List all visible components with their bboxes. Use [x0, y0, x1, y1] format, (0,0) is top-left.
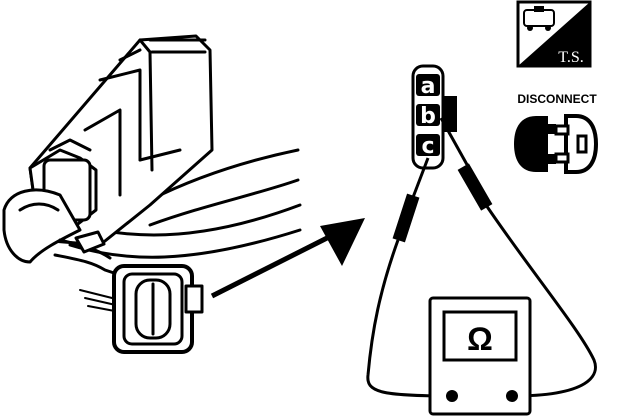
- arrow-icon: [210, 218, 365, 299]
- pin-b: [416, 104, 440, 126]
- ts-badge-icon: T.S.: [516, 0, 592, 68]
- meter-jack-left: [446, 390, 458, 402]
- pin-a-label: a: [421, 74, 436, 99]
- multimeter-icon: Ω: [428, 296, 532, 416]
- sensor-illustration: [2, 34, 302, 354]
- disconnect-connector-icon: [514, 114, 599, 174]
- ts-badge-text: T.S.: [558, 49, 583, 66]
- disconnect-label: DISCONNECT: [517, 92, 597, 106]
- pin-a: [416, 74, 440, 96]
- meter-jack-right: [506, 390, 518, 402]
- pin-c-label: c: [421, 134, 434, 159]
- connector-face: a b c: [411, 64, 457, 170]
- pin-c: [416, 134, 440, 156]
- test-leads: [366, 117, 597, 398]
- ohm-symbol: Ω: [467, 321, 493, 357]
- pin-b-label: b: [420, 104, 436, 129]
